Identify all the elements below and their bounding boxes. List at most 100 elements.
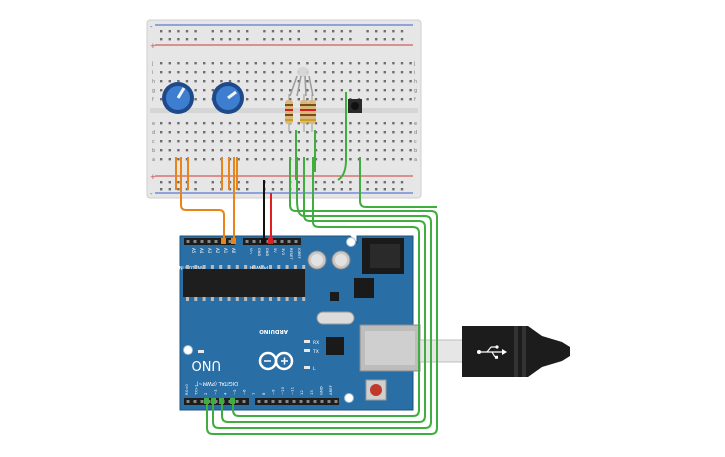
bb-hole[interactable] bbox=[400, 30, 404, 33]
potentiometer-1[interactable] bbox=[162, 82, 194, 114]
bb-hole[interactable] bbox=[185, 140, 189, 143]
bb-hole[interactable] bbox=[168, 122, 171, 125]
bb-hole[interactable] bbox=[280, 140, 283, 143]
bb-hole[interactable] bbox=[314, 89, 318, 92]
bb-hole[interactable] bbox=[332, 140, 335, 143]
bb-hole[interactable] bbox=[220, 122, 223, 125]
bb-hole[interactable] bbox=[280, 80, 283, 83]
bb-hole[interactable] bbox=[185, 38, 189, 41]
bb-hole[interactable] bbox=[194, 140, 197, 143]
bb-hole[interactable] bbox=[357, 122, 361, 125]
bb-hole[interactable] bbox=[357, 89, 361, 92]
bb-hole[interactable] bbox=[237, 158, 240, 161]
bb-hole[interactable] bbox=[297, 38, 300, 41]
bb-hole[interactable] bbox=[211, 140, 214, 143]
bb-hole[interactable] bbox=[220, 80, 223, 83]
bb-hole[interactable] bbox=[246, 38, 249, 41]
bb-hole[interactable] bbox=[185, 149, 189, 152]
resistor-3[interactable] bbox=[308, 94, 316, 132]
bb-hole[interactable] bbox=[306, 158, 309, 161]
bb-hole[interactable] bbox=[383, 158, 386, 161]
wire-digital-3[interactable] bbox=[221, 157, 426, 423]
bb-hole[interactable] bbox=[185, 80, 189, 83]
bb-hole[interactable] bbox=[400, 80, 404, 83]
bb-hole[interactable] bbox=[332, 30, 335, 33]
bb-hole[interactable] bbox=[263, 30, 266, 33]
bb-hole[interactable] bbox=[271, 122, 275, 125]
bb-hole[interactable] bbox=[280, 62, 283, 65]
bb-hole[interactable] bbox=[349, 140, 352, 143]
bb-hole[interactable] bbox=[289, 38, 292, 41]
bb-hole[interactable] bbox=[332, 38, 335, 41]
bb-hole[interactable] bbox=[306, 122, 309, 125]
bb-hole[interactable] bbox=[220, 149, 223, 152]
bb-hole[interactable] bbox=[160, 30, 163, 33]
bb-hole[interactable] bbox=[400, 98, 404, 101]
bb-hole[interactable] bbox=[177, 38, 180, 41]
bb-hole[interactable] bbox=[400, 71, 404, 74]
bb-hole[interactable] bbox=[314, 62, 318, 65]
bb-hole[interactable] bbox=[228, 30, 232, 33]
bb-hole[interactable] bbox=[340, 62, 343, 65]
bb-hole[interactable] bbox=[400, 62, 404, 65]
bb-hole[interactable] bbox=[375, 158, 378, 161]
bb-hole[interactable] bbox=[297, 140, 300, 143]
bb-hole[interactable] bbox=[383, 140, 386, 143]
bb-hole[interactable] bbox=[211, 131, 214, 134]
bb-hole[interactable] bbox=[160, 98, 163, 101]
bb-hole[interactable] bbox=[237, 80, 240, 83]
bb-hole[interactable] bbox=[228, 38, 232, 41]
bb-hole[interactable] bbox=[254, 98, 257, 101]
bb-hole[interactable] bbox=[349, 71, 352, 74]
bb-hole[interactable] bbox=[194, 158, 197, 161]
bb-hole[interactable] bbox=[263, 131, 266, 134]
bb-hole[interactable] bbox=[375, 30, 378, 33]
bb-hole[interactable] bbox=[177, 71, 180, 74]
bb-hole[interactable] bbox=[280, 30, 283, 33]
bb-hole[interactable] bbox=[160, 181, 163, 184]
bb-hole[interactable] bbox=[263, 62, 266, 65]
bb-hole[interactable] bbox=[237, 181, 240, 184]
wire-digital-4[interactable] bbox=[232, 157, 420, 417]
bb-hole[interactable] bbox=[340, 30, 343, 33]
bb-hole[interactable] bbox=[194, 71, 197, 74]
bb-hole[interactable] bbox=[160, 131, 163, 134]
bb-hole[interactable] bbox=[271, 62, 275, 65]
bb-hole[interactable] bbox=[400, 158, 404, 161]
bb-hole[interactable] bbox=[228, 71, 232, 74]
bb-hole[interactable] bbox=[211, 38, 214, 41]
bb-hole[interactable] bbox=[392, 140, 395, 143]
bb-hole[interactable] bbox=[383, 181, 386, 184]
bb-hole[interactable] bbox=[211, 122, 214, 125]
bb-hole[interactable] bbox=[340, 89, 343, 92]
bb-hole[interactable] bbox=[280, 158, 283, 161]
bb-hole[interactable] bbox=[177, 122, 180, 125]
resistors[interactable] bbox=[285, 94, 316, 132]
bb-hole[interactable] bbox=[289, 98, 292, 101]
bb-hole[interactable] bbox=[314, 71, 318, 74]
bb-hole[interactable] bbox=[237, 131, 240, 134]
bb-hole[interactable] bbox=[392, 71, 395, 74]
bb-hole[interactable] bbox=[177, 188, 180, 191]
bb-hole[interactable] bbox=[280, 181, 283, 184]
bb-hole[interactable] bbox=[220, 62, 223, 65]
bb-hole[interactable] bbox=[160, 188, 163, 191]
bb-hole[interactable] bbox=[211, 158, 214, 161]
bb-hole[interactable] bbox=[194, 98, 197, 101]
bb-hole[interactable] bbox=[306, 80, 309, 83]
bb-hole[interactable] bbox=[280, 149, 283, 152]
bb-hole[interactable] bbox=[194, 80, 197, 83]
bb-hole[interactable] bbox=[340, 158, 343, 161]
bb-hole[interactable] bbox=[306, 149, 309, 152]
bb-hole[interactable] bbox=[366, 62, 369, 65]
bb-hole[interactable] bbox=[314, 98, 318, 101]
bb-hole[interactable] bbox=[323, 80, 326, 83]
bb-hole[interactable] bbox=[314, 80, 318, 83]
bb-hole[interactable] bbox=[177, 149, 180, 152]
bb-hole[interactable] bbox=[271, 71, 275, 74]
bb-hole[interactable] bbox=[323, 181, 326, 184]
bb-hole[interactable] bbox=[211, 149, 214, 152]
bb-hole[interactable] bbox=[237, 71, 240, 74]
bb-hole[interactable] bbox=[306, 62, 309, 65]
